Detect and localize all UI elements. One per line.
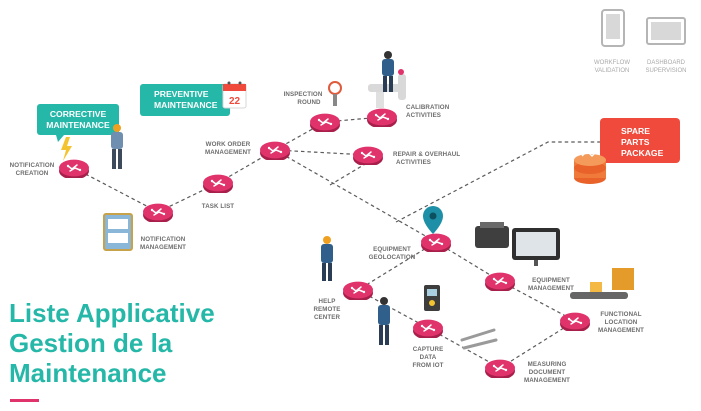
label-inspection-2: ROUND (297, 99, 321, 106)
label-work-order-2: MANAGEMENT (205, 149, 251, 156)
label-capture-1: CAPTURE (413, 346, 444, 353)
title-underline (10, 399, 39, 402)
tag-preventive-line2: MAINTENANCE (154, 100, 218, 110)
label-equipment-management-2: MANAGEMENT (528, 285, 574, 292)
label-workflow-line2: VALIDATION (595, 68, 630, 74)
engine-icon (475, 222, 509, 248)
label-equipment-management-1: EQUIPMENT (532, 277, 570, 284)
title-line-3: Maintenance (9, 358, 167, 388)
monitor-icon (512, 228, 560, 266)
label-help-1: HELP (319, 298, 336, 305)
label-calibration-2: ACTIVITIES (406, 112, 441, 119)
node-task-list[interactable] (202, 173, 234, 195)
label-functional-2: LOCATION (605, 319, 638, 326)
label-capture-3: FROM IOT (412, 362, 443, 369)
wrench-icon (460, 328, 498, 350)
label-functional-3: MANAGEMENT (598, 327, 644, 334)
node-equipment-management[interactable] (484, 271, 516, 293)
label-help-2: REMOTE (313, 306, 340, 313)
node-calibration-activities[interactable] (366, 107, 398, 129)
label-measuring-1: MEASURING (528, 361, 567, 368)
connector-notif-to-mgmt (73, 167, 159, 213)
label-measuring-2: DOCUMENT (529, 369, 566, 376)
node-help-remote-center[interactable] (342, 280, 374, 302)
tag-corrective-maintenance: CORRECTIVE MAINTENANCE (37, 104, 119, 142)
multimeter-icon (424, 285, 440, 311)
label-dashboard-line1: DASHBOARD (647, 60, 686, 66)
tablet-device-icon (601, 9, 625, 47)
label-inspection-1: INSPECTION (284, 91, 323, 98)
conveyor-icon (570, 268, 634, 299)
tag-spare-parts-package: SPARE PARTS PACKAGE (600, 118, 680, 163)
tag-preventive-maintenance: PREVENTIVE MAINTENANCE (140, 84, 230, 116)
title-line-2: Gestion de la (9, 328, 173, 358)
node-notification-creation[interactable] (58, 158, 90, 180)
control-panel-icon (103, 213, 133, 251)
calendar-day: 22 (229, 96, 241, 107)
location-pin-icon (423, 206, 443, 234)
connector-wo-to-repair (274, 149, 369, 156)
label-work-order-1: WORK ORDER (206, 141, 251, 148)
label-repair-1: REPAIR & OVERHAUL (393, 151, 460, 158)
label-measuring-3: MANAGEMENT (524, 377, 570, 384)
label-workflow-line1: WORKFLOW (594, 60, 630, 66)
label-notification-creation-1: NOTIFICATION (10, 162, 55, 169)
node-labels: NOTIFICATION CREATION NOTIFICATION MANAG… (10, 91, 644, 384)
dashboard-monitor-icon (646, 17, 686, 45)
tag-spare-line2: PARTS (621, 137, 650, 147)
connector-wo-to-geo (274, 149, 437, 243)
lightning-icon (61, 137, 72, 161)
label-calibration-1: CALIBRATION (406, 104, 450, 111)
label-notification-management-1: NOTIFICATION (141, 236, 186, 243)
tag-corrective-line2: MAINTENANCE (46, 120, 110, 130)
connector-geo-to-spare (395, 141, 600, 223)
label-capture-2: DATA (420, 354, 437, 361)
label-geolocation-2: GEOLOCATION (369, 254, 416, 261)
label-task-list: TASK LIST (202, 203, 235, 210)
connector-geo-to-help (357, 241, 437, 291)
iot-technician-icon (378, 297, 390, 345)
node-functional-location[interactable] (559, 311, 591, 333)
pipe-worker-icon (368, 51, 406, 108)
label-functional-1: FUNCTIONAL (600, 311, 641, 318)
tag-spare-line3: PACKAGE (621, 148, 664, 158)
worker-icon (111, 124, 123, 169)
title-line-1: Liste Applicative (9, 298, 215, 328)
label-dashboard-line2: SUPERVISION (646, 68, 687, 74)
tag-corrective-line1: CORRECTIVE (50, 109, 107, 119)
node-capture-data-iot[interactable] (412, 318, 444, 340)
tag-spare-line1: SPARE (621, 126, 650, 136)
help-worker-icon (321, 236, 333, 281)
label-repair-2: ACTIVITIES (396, 159, 431, 166)
connector-mgmt-to-task (157, 182, 219, 213)
connector-measuring-to-functional (499, 320, 576, 369)
node-inspection-round[interactable] (309, 112, 341, 134)
node-notification-management[interactable] (142, 202, 174, 224)
coin-stack-icon (574, 154, 606, 184)
label-help-3: CENTER (314, 314, 340, 321)
tag-preventive-line1: PREVENTIVE (154, 89, 209, 99)
label-notification-creation-2: CREATION (16, 170, 49, 177)
node-measuring-document[interactable] (484, 358, 516, 380)
node-equipment-geolocation[interactable] (420, 232, 452, 254)
gauge-icon (328, 81, 342, 106)
node-repair-overhaul[interactable] (352, 145, 384, 167)
page-title: Liste Applicative Gestion de la Maintena… (9, 298, 215, 388)
spare-node-logo-icon (581, 149, 598, 158)
label-notification-management-2: MANAGEMENT (140, 244, 186, 251)
calendar-icon: 22 (222, 81, 247, 109)
label-geolocation-1: EQUIPMENT (373, 246, 411, 253)
node-work-order-management[interactable] (259, 140, 291, 162)
